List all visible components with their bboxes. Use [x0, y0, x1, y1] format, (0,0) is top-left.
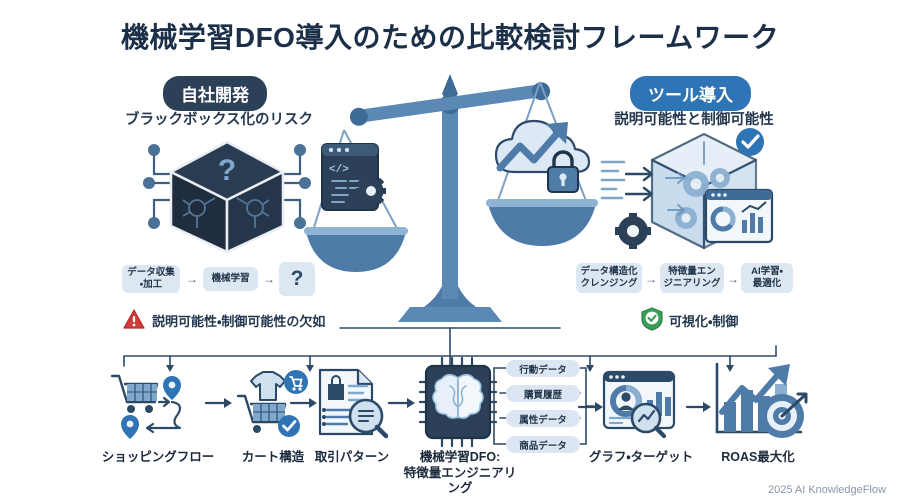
pipeline-label-2: カート構造 — [241, 450, 305, 464]
footer-credit: 2025 AI KnowledgeFlow — [767, 484, 886, 496]
pipeline-arrow-1 — [204, 396, 233, 410]
right-step-chip-3: AI学習・ 最適化 — [741, 263, 793, 293]
left-step-chip-2: 機械学習 — [203, 267, 258, 291]
shopping-flow-icon — [108, 368, 208, 439]
page-title: 機械学習DFO導入のための比較検討フレームワーク — [120, 22, 780, 53]
pipeline-label-6: ROAS最大化 — [721, 450, 795, 464]
left-step-arrow-1: → — [186, 272, 198, 286]
pipeline-label-1: ショッピングフロー — [101, 450, 215, 464]
data-chip-4: 商品データ — [506, 436, 580, 453]
left-step-chip-1: データ収集 ・加工 — [122, 265, 180, 293]
pipeline-arrow-4 — [577, 400, 604, 414]
pipeline-label-4: 機械学習DFO: 特徴量エンジニアリング — [403, 450, 517, 496]
data-chip-2: 購買履歴 — [506, 385, 580, 402]
section-subtitle-in-house: ブラックボックス化のリスク — [124, 112, 314, 128]
graph-target-dashboard-icon — [602, 370, 680, 439]
pipeline-arrow-3 — [387, 396, 416, 410]
pipeline-label-5: グラフ・ターゲット — [588, 450, 694, 464]
balance-scale: </> — [300, 64, 600, 329]
pipeline-arrow-5 — [685, 400, 712, 414]
pipeline-connector-lines — [110, 320, 790, 375]
transparent-box-icon — [600, 126, 780, 264]
left-step-chip-unknown: ? — [279, 262, 315, 296]
section-badge-tool-adoption: ツール導入 — [630, 76, 751, 111]
section-badge-in-house: 自社開発 — [163, 76, 267, 111]
roas-growth-target-icon — [712, 360, 808, 440]
ml-brain-chip-icon — [418, 356, 498, 450]
left-callout-text: 説明可能性・制御可能性の欠如 — [152, 314, 326, 329]
pipeline-label-3: 取引パターン — [314, 450, 390, 464]
data-chip-3: 属性データ — [506, 410, 580, 427]
cart-structure-icon — [236, 366, 310, 438]
shield-check-icon — [641, 307, 663, 331]
pipeline-arrow-2 — [289, 396, 318, 410]
right-step-chip-1: データ構造化 クレンジング — [576, 263, 642, 293]
svg-text:?: ? — [218, 154, 236, 187]
data-chip-1: 行動データ — [506, 360, 580, 377]
right-step-arrow-1: → — [645, 272, 657, 286]
left-step-arrow-2: → — [263, 272, 275, 286]
right-step-chip-2: 特徴量エン ジニアリング — [660, 263, 724, 293]
black-box-cube-icon: ? — [137, 128, 317, 263]
transaction-pattern-icon — [316, 368, 389, 439]
right-step-arrow-2: → — [727, 272, 739, 286]
warning-triangle-icon — [123, 309, 145, 329]
svg-text:</>: </> — [329, 164, 349, 176]
right-callout-text: 可視化・制御 — [669, 314, 739, 329]
section-subtitle-tool-adoption: 説明可能性と制御可能性 — [614, 112, 774, 128]
